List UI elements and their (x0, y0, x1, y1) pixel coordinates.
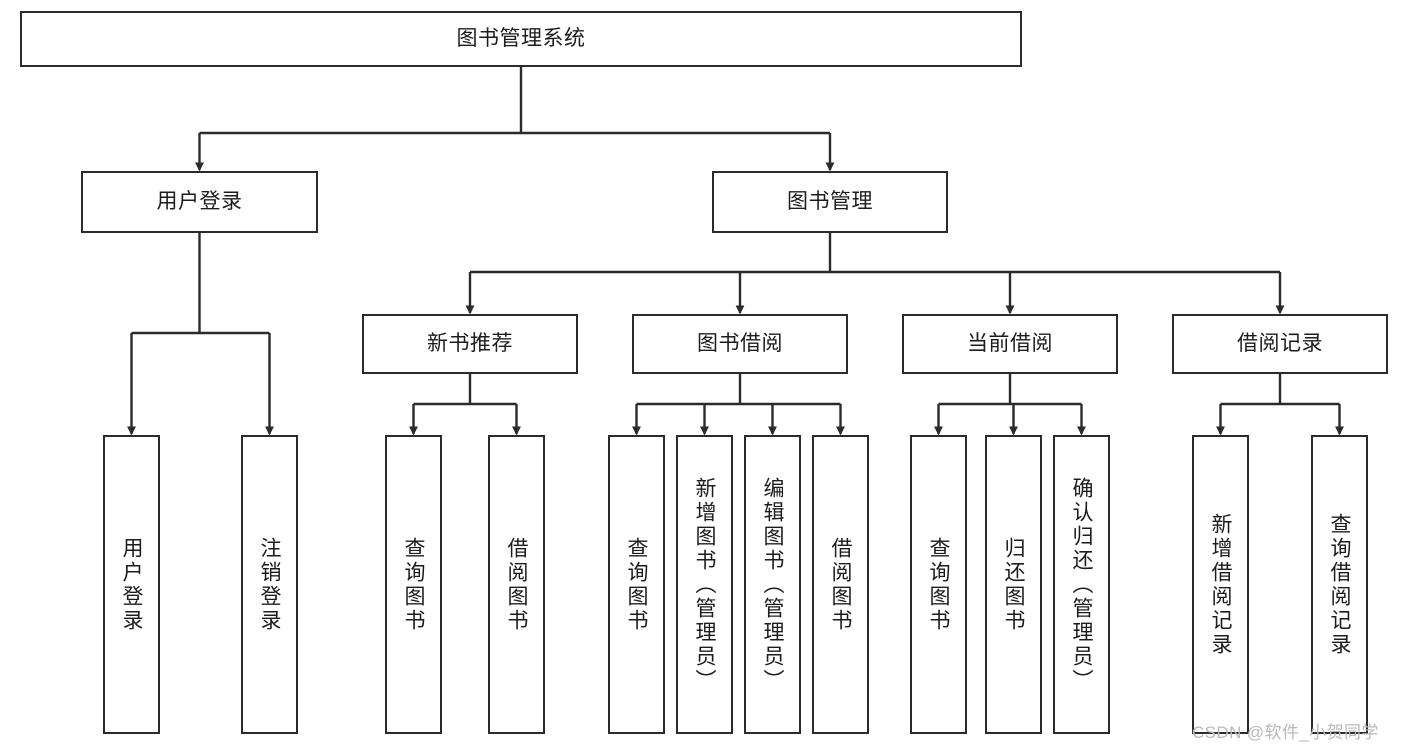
node-leaf-logout[interactable]: 注销登录 (241, 435, 298, 734)
node-label: 新增图书（管理员） (693, 476, 716, 693)
node-leaf-query-book-1[interactable]: 查询图书 (385, 435, 442, 734)
node-label: 查询图书 (625, 536, 648, 633)
node-leaf-borrow-book-1[interactable]: 借阅图书 (488, 435, 545, 734)
node-borrow-record[interactable]: 借阅记录 (1172, 314, 1388, 374)
node-label: 确认归还（管理员） (1070, 476, 1093, 693)
node-leaf-query-book-2[interactable]: 查询图书 (608, 435, 665, 734)
node-label: 图书管理系统 (456, 26, 586, 50)
node-current-borrow[interactable]: 当前借阅 (902, 314, 1118, 374)
node-leaf-borrow-book-2[interactable]: 借阅图书 (812, 435, 869, 734)
node-leaf-query-record[interactable]: 查询借阅记录 (1311, 435, 1368, 734)
node-user-login[interactable]: 用户登录 (81, 171, 318, 233)
node-label: 归还图书 (1002, 536, 1025, 633)
node-label: 图书借阅 (697, 331, 783, 355)
node-leaf-query-book-3[interactable]: 查询图书 (910, 435, 967, 734)
node-label: 借阅图书 (505, 536, 528, 633)
node-label: 新增借阅记录 (1209, 512, 1232, 657)
node-book-manage[interactable]: 图书管理 (712, 171, 948, 233)
node-label: 借阅记录 (1237, 331, 1323, 355)
node-label: 借阅图书 (829, 536, 852, 633)
node-label: 查询借阅记录 (1328, 512, 1351, 657)
node-label: 注销登录 (258, 536, 281, 633)
node-leaf-return-book[interactable]: 归还图书 (985, 435, 1042, 734)
node-leaf-add-book[interactable]: 新增图书（管理员） (676, 435, 733, 734)
node-new-book-rec[interactable]: 新书推荐 (362, 314, 578, 374)
edge-group (127, 67, 1344, 436)
node-label: 新书推荐 (427, 331, 513, 355)
node-label: 编辑图书（管理员） (761, 476, 784, 693)
node-label: 用户登录 (156, 189, 243, 213)
node-leaf-add-record[interactable]: 新增借阅记录 (1192, 435, 1249, 734)
node-label: 图书管理 (787, 189, 873, 213)
node-label: 用户登录 (120, 536, 143, 633)
node-root[interactable]: 图书管理系统 (20, 11, 1022, 67)
node-book-borrow[interactable]: 图书借阅 (632, 314, 848, 374)
node-label: 当前借阅 (967, 331, 1053, 355)
node-leaf-user-login[interactable]: 用户登录 (103, 435, 160, 734)
node-label: 查询图书 (402, 536, 425, 633)
node-leaf-edit-book[interactable]: 编辑图书（管理员） (744, 435, 801, 734)
node-label: 查询图书 (927, 536, 950, 633)
node-leaf-confirm-return[interactable]: 确认归还（管理员） (1053, 435, 1110, 734)
watermark: CSDN @软件_小贺同学 (1192, 723, 1379, 742)
